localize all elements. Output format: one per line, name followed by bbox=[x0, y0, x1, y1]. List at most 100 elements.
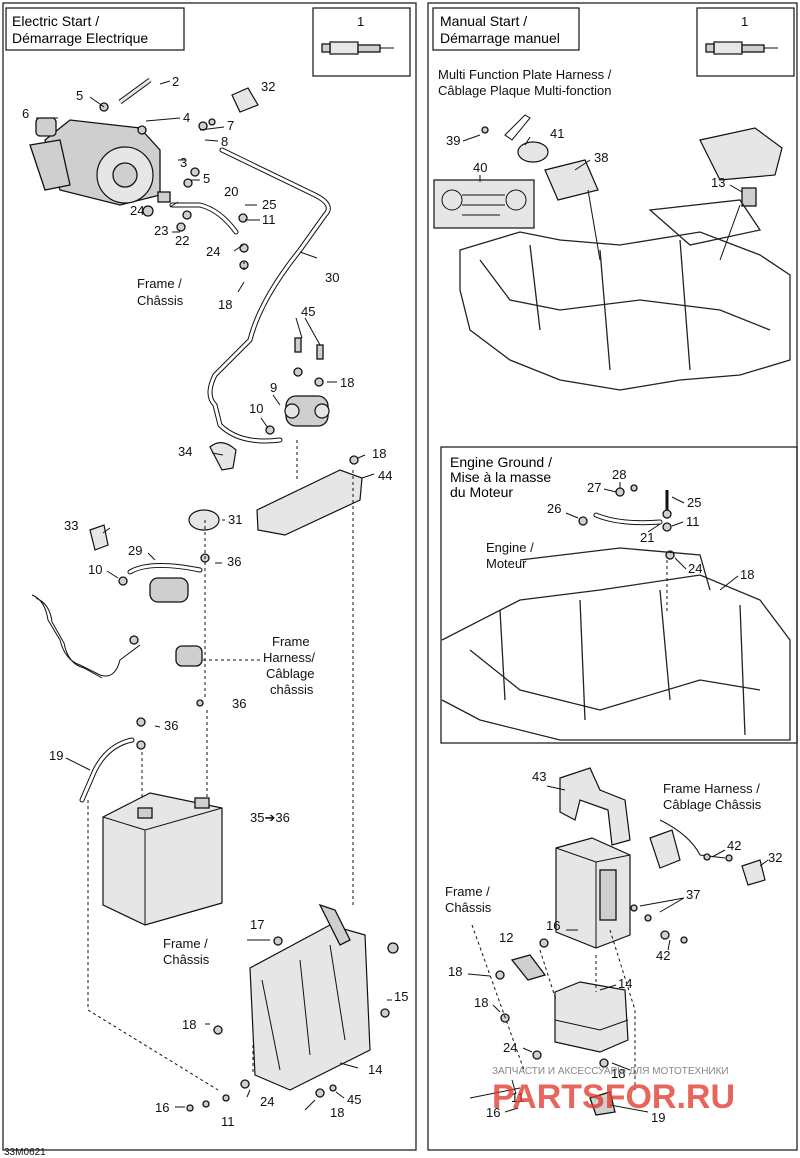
callout: 42 bbox=[727, 838, 741, 853]
electric-start-title-en: Electric Start / bbox=[12, 13, 99, 29]
callout: 19 bbox=[49, 748, 63, 763]
callout: 8 bbox=[221, 134, 228, 149]
starter-motor-drawing bbox=[29, 117, 171, 206]
manual-start-header: Manual Start / Démarrage manuel bbox=[432, 7, 580, 51]
callout: 45 bbox=[347, 1092, 361, 1107]
callout: 18 bbox=[182, 1017, 196, 1032]
multi-function-plate-parts bbox=[433, 114, 783, 229]
engine-ground-parts bbox=[578, 484, 675, 560]
engine-ground-title-fr2: du Moteur bbox=[450, 484, 513, 500]
callout: 39 bbox=[446, 133, 460, 148]
boot-34 bbox=[209, 442, 237, 471]
callout: 32 bbox=[768, 850, 782, 865]
multi-function-label: Multi Function Plate Harness / Câblage P… bbox=[438, 67, 612, 98]
callout: 24 bbox=[260, 1094, 274, 1109]
boot-cap-32 bbox=[231, 87, 259, 113]
engine-ground-header: Engine Ground / Mise à la masse du Moteu… bbox=[450, 454, 552, 500]
callout: 23 bbox=[154, 223, 168, 238]
callouts-engine-ground: 28 27 25 26 21 11 24 18 bbox=[547, 467, 754, 591]
callout: 4 bbox=[183, 110, 190, 125]
frame-chassis-3b: Châssis bbox=[445, 900, 492, 915]
drawing-id: 33M0621 bbox=[4, 1147, 46, 1158]
frame-chassis-label-2: Frame / Châssis bbox=[163, 936, 210, 967]
engine-ground-title-fr1: Mise à la masse bbox=[450, 469, 551, 485]
dashed-routing-left bbox=[87, 262, 354, 1091]
callout: 11 bbox=[262, 212, 276, 227]
replacement-note: 35➔36 bbox=[250, 810, 290, 825]
bolts-upper-left bbox=[99, 77, 249, 270]
frame-harness-label: Frame Harness/ Câblage châssis bbox=[263, 634, 315, 697]
callout: 13 bbox=[711, 175, 725, 190]
boot-31 bbox=[188, 509, 220, 531]
callout: 16 bbox=[546, 918, 560, 933]
kit-tube-icon bbox=[705, 41, 778, 55]
battery-cable-19 bbox=[79, 699, 204, 803]
callout: 7 bbox=[227, 118, 234, 133]
callout: 22 bbox=[175, 233, 189, 248]
callout: 15 bbox=[394, 989, 408, 1004]
label: Engine / bbox=[486, 540, 534, 555]
callout: 29 bbox=[128, 543, 142, 558]
callout: 2 bbox=[172, 74, 179, 89]
callout: 27 bbox=[587, 480, 601, 495]
battery-tray-14-right bbox=[469, 924, 636, 1116]
callout: 11 bbox=[686, 514, 700, 529]
watermark: ЗАПЧАСТИ И АКСЕССУАРЫ ДЛЯ МОТОТЕХНИКИ PA… bbox=[492, 1066, 735, 1116]
callout: 3 bbox=[180, 155, 187, 170]
engine-ground-panel-frame bbox=[440, 446, 798, 744]
callout: 36 bbox=[227, 554, 241, 569]
callout: 12 bbox=[499, 930, 513, 945]
labels-right-bottom: Frame Harness / Câblage Châssis Frame / … bbox=[445, 781, 762, 915]
label: Câblage Plaque Multi-fonction bbox=[438, 83, 611, 98]
callout: 11 bbox=[221, 1114, 235, 1129]
callout: 24 bbox=[688, 561, 702, 576]
label: Multi Function Plate Harness / bbox=[438, 67, 612, 82]
electric-start-header: Electric Start / Démarrage Electrique bbox=[5, 7, 185, 51]
callout: 18 bbox=[218, 297, 232, 312]
label: Frame bbox=[272, 634, 310, 649]
callout: 43 bbox=[532, 769, 546, 784]
callout: 32 bbox=[261, 79, 275, 94]
engine-ground-title-en: Engine Ground / bbox=[450, 454, 552, 470]
kit-callout-left: 1 bbox=[357, 14, 364, 29]
manual-start-title-fr: Démarrage manuel bbox=[440, 30, 560, 46]
engine-label: Engine / Moteur bbox=[486, 540, 534, 571]
callouts-right-bottom: 43 42 32 37 16 12 18 14 18 24 18 16 11 1… bbox=[448, 769, 782, 1125]
callouts-right-top: 39 41 38 40 13 bbox=[446, 126, 743, 193]
battery-left bbox=[102, 792, 223, 926]
callout: 11 bbox=[511, 1090, 525, 1105]
label: Frame / bbox=[163, 936, 208, 951]
callout: 17 bbox=[250, 917, 264, 932]
boot-33 bbox=[89, 524, 109, 551]
frame-harness-right-b: Câblage Châssis bbox=[663, 797, 762, 812]
electric-start-kit-box: 1 bbox=[312, 7, 411, 77]
kit-tube-icon bbox=[321, 41, 394, 55]
callout: 19 bbox=[651, 1110, 665, 1125]
label: Harness/ bbox=[263, 650, 315, 665]
callout: 36 bbox=[164, 718, 178, 733]
label: Châssis bbox=[163, 952, 210, 967]
label: Moteur bbox=[486, 556, 527, 571]
callout: 44 bbox=[378, 468, 392, 483]
frame-chassis-label-1: Frame / Châssis bbox=[137, 276, 184, 308]
callout: 24 bbox=[206, 244, 220, 259]
callout: 40 bbox=[473, 160, 487, 175]
vehicle-frame-top-right bbox=[459, 189, 791, 391]
callout: 18 bbox=[372, 446, 386, 461]
solenoid-9 bbox=[265, 337, 330, 435]
callout: 10 bbox=[249, 401, 263, 416]
callout: 18 bbox=[340, 375, 354, 390]
callout: 34 bbox=[178, 444, 192, 459]
label: châssis bbox=[270, 682, 314, 697]
cable-29-solenoid bbox=[118, 553, 210, 603]
frame-chassis-3a: Frame / bbox=[445, 884, 490, 899]
callout: 24 bbox=[130, 203, 144, 218]
callout: 24 bbox=[503, 1040, 517, 1055]
callout: 21 bbox=[640, 530, 654, 545]
callout: 45 bbox=[301, 304, 315, 319]
callout: 20 bbox=[224, 184, 238, 199]
callout: 5 bbox=[203, 171, 210, 186]
callout: 18 bbox=[330, 1105, 344, 1120]
label: Frame / bbox=[137, 276, 182, 291]
callout: 25 bbox=[687, 495, 701, 510]
